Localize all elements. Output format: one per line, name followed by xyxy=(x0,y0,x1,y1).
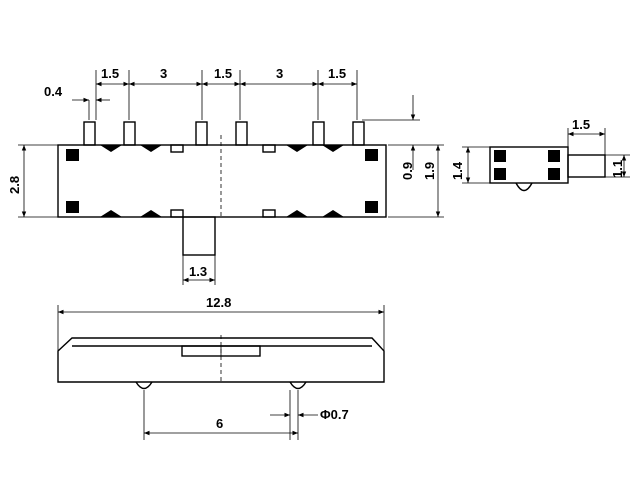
side-actuator xyxy=(567,154,606,178)
dim-pitch-1-5-c: 1.5 xyxy=(328,66,346,81)
switch-body-top xyxy=(57,144,387,218)
side-post xyxy=(515,182,533,192)
dim-side-height-1-4: 1.4 xyxy=(450,161,465,180)
dim-pitch-3-a: 3 xyxy=(160,66,167,81)
dim-pitch-1-5-a: 1.5 xyxy=(101,66,119,81)
dim-side-height-0-9: 0.9 xyxy=(400,162,415,180)
tab xyxy=(262,144,276,153)
dim-side-actuator-height: 1.1 xyxy=(610,160,625,178)
dim-side-height-1-9: 1.9 xyxy=(422,162,437,180)
dim-body-height: 2.8 xyxy=(7,176,22,194)
dim-pin-width: 0.4 xyxy=(44,84,63,99)
pin xyxy=(235,121,248,146)
corner-pad xyxy=(66,201,79,213)
corner-pad xyxy=(66,149,79,161)
pins xyxy=(83,121,365,146)
dim-pitch-3-b: 3 xyxy=(276,66,283,81)
pin xyxy=(195,121,208,146)
front-post-right xyxy=(289,381,307,390)
front-post-left xyxy=(135,381,153,390)
dim-actuator-width: 1.3 xyxy=(189,264,207,279)
actuator-knob xyxy=(182,216,216,256)
pin xyxy=(83,121,96,146)
tab xyxy=(170,144,184,153)
dim-post-spacing: 6 xyxy=(216,416,223,431)
pin xyxy=(352,121,365,146)
corner-pad xyxy=(365,149,378,161)
tab xyxy=(170,209,184,218)
front-view: 12.8 6 Φ0.7 xyxy=(57,295,385,440)
dim-total-length: 12.8 xyxy=(206,295,231,310)
dim-side-actuator-length: 1.5 xyxy=(572,117,590,132)
pin xyxy=(312,121,325,146)
contact-wedges xyxy=(100,145,344,217)
side-view: 1.4 1.5 1.1 xyxy=(450,117,630,192)
pin xyxy=(123,121,136,146)
top-view: 1.5 3 1.5 3 1.5 0.4 2.8 1.3 0.9 1.9 xyxy=(7,66,444,285)
dim-post-diameter: Φ0.7 xyxy=(320,407,349,422)
extension-lines xyxy=(88,70,358,120)
corner-pad xyxy=(365,201,378,213)
tab xyxy=(262,209,276,218)
dim-pitch-1-5-b: 1.5 xyxy=(214,66,232,81)
